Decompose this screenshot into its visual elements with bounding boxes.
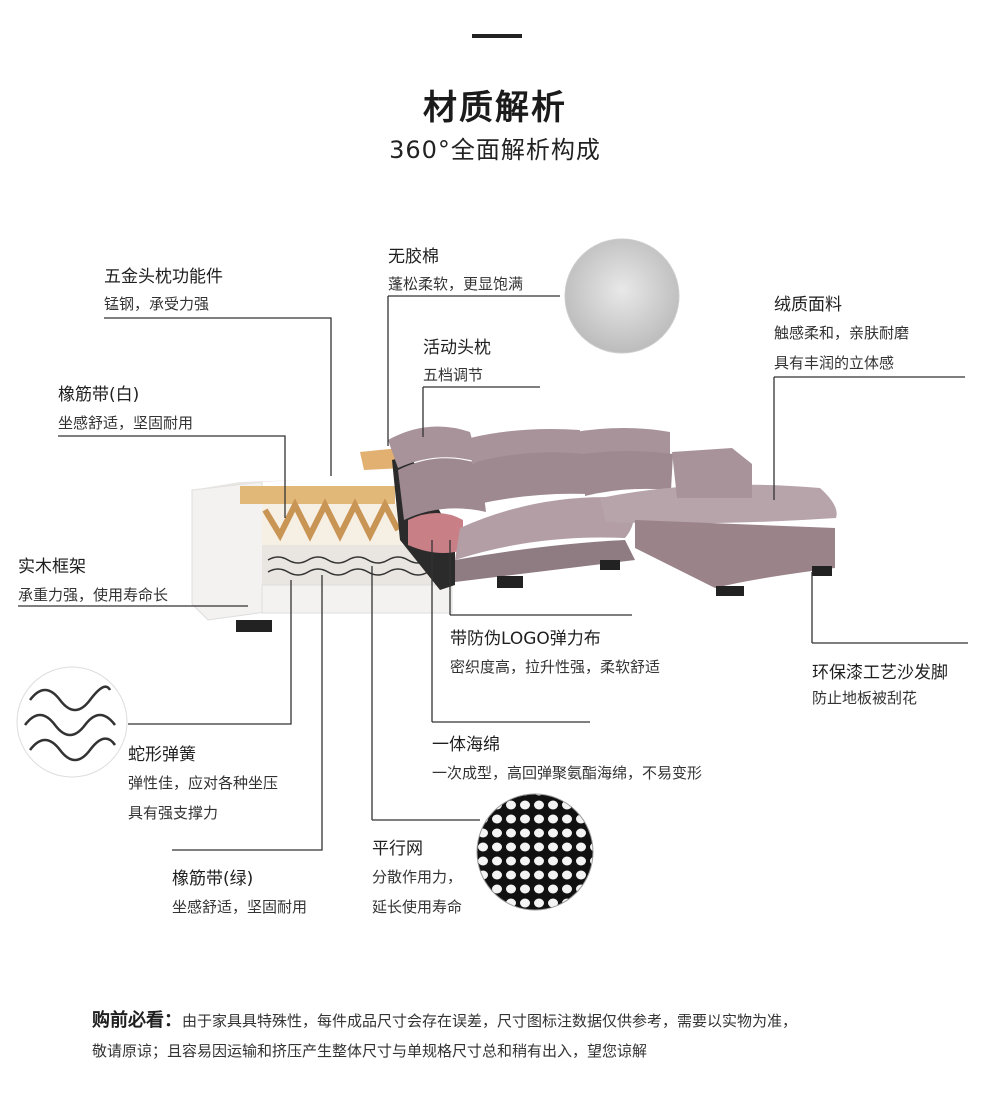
foot [236, 620, 272, 632]
callout-hardware-desc: 锰钢，承受力强 [104, 295, 210, 313]
callout-velvet-desc1: 触感柔和，亲肤耐磨 [774, 324, 910, 342]
callout-feet-title: 环保漆工艺沙发脚 [812, 663, 948, 683]
top-divider [472, 34, 522, 38]
foot [600, 560, 620, 570]
foot [497, 576, 523, 588]
callout-cotton-title: 无胶棉 [388, 247, 439, 267]
callout-spring-title: 蛇形弹簧 [128, 745, 196, 765]
purchase-notice: 购前必看：由于家具具特殊性，每件成品尺寸会存在误差，尺寸图标注数据仅供参考，需要… [92, 1006, 972, 1066]
callout-hardware-title: 五金头枕功能件 [104, 267, 223, 287]
callout-velvet-desc2: 具有丰润的立体感 [774, 354, 895, 372]
callout-velvet-title: 绒质面料 [774, 295, 842, 315]
callout-spring-desc2: 具有强支撑力 [128, 804, 219, 822]
callout-wood-frame-desc: 承重力强，使用寿命长 [18, 586, 169, 604]
callout-wood-frame-title: 实木框架 [18, 557, 86, 577]
page-subtitle: 360°全面解析构成 [389, 136, 601, 164]
callout-elastic-white-title: 橡筋带(白) [58, 385, 140, 405]
callout-net-desc1: 分散作用力， [372, 868, 463, 886]
callout-sponge-desc: 一次成型，高回弹聚氨酯海绵，不易变形 [432, 764, 703, 782]
callout-headrest-desc: 五档调节 [423, 366, 484, 384]
callout-cotton-desc: 蓬松柔软，更显饱满 [388, 275, 524, 293]
cotton-detail-circle [564, 238, 680, 354]
spring-detail-circle [16, 666, 128, 778]
frame-end-panel [191, 481, 267, 621]
callout-elastic-green-desc: 坐感舒适，坚固耐用 [172, 898, 308, 916]
callout-feet-desc: 防止地板被刮花 [812, 689, 918, 707]
foot [716, 586, 744, 596]
foot [812, 566, 832, 576]
sofa-illustration [191, 426, 837, 632]
net-detail-circle [476, 793, 594, 911]
page-title: 材质解析 [423, 88, 567, 128]
sponge-cut [408, 513, 463, 554]
callout-logo-fabric-desc: 密织度高，拉升性强，柔软舒适 [450, 658, 661, 676]
callout-sponge-title: 一体海绵 [432, 735, 500, 755]
callout-spring-desc1: 弹性佳，应对各种坐压 [128, 774, 279, 792]
snake-spring-lines [267, 556, 429, 576]
callout-net-title: 平行网 [372, 839, 423, 859]
callout-elastic-white-desc: 坐感舒适，坚固耐用 [58, 414, 194, 432]
leader-lines [18, 295, 968, 851]
callout-elastic-green-title: 橡筋带(绿) [172, 869, 254, 889]
wood-frame [240, 486, 395, 504]
callout-net-desc2: 延长使用寿命 [372, 898, 463, 916]
notice-line2: 敬请原谅；且容易因运输和挤压产生整体尺寸与单规格尺寸总和稍有出入，望您谅解 [92, 1042, 648, 1060]
notice-lead: 购前必看： [92, 1010, 182, 1031]
callout-logo-fabric-title: 带防伪LOGO弹力布 [450, 629, 601, 649]
callout-headrest-title: 活动头枕 [423, 338, 491, 358]
elastic-white-zigzag [262, 498, 401, 542]
notice-line1: 由于家具具特殊性，每件成品尺寸会存在误差，尺寸图标注数据仅供参考，需要以实物为准… [182, 1012, 798, 1030]
